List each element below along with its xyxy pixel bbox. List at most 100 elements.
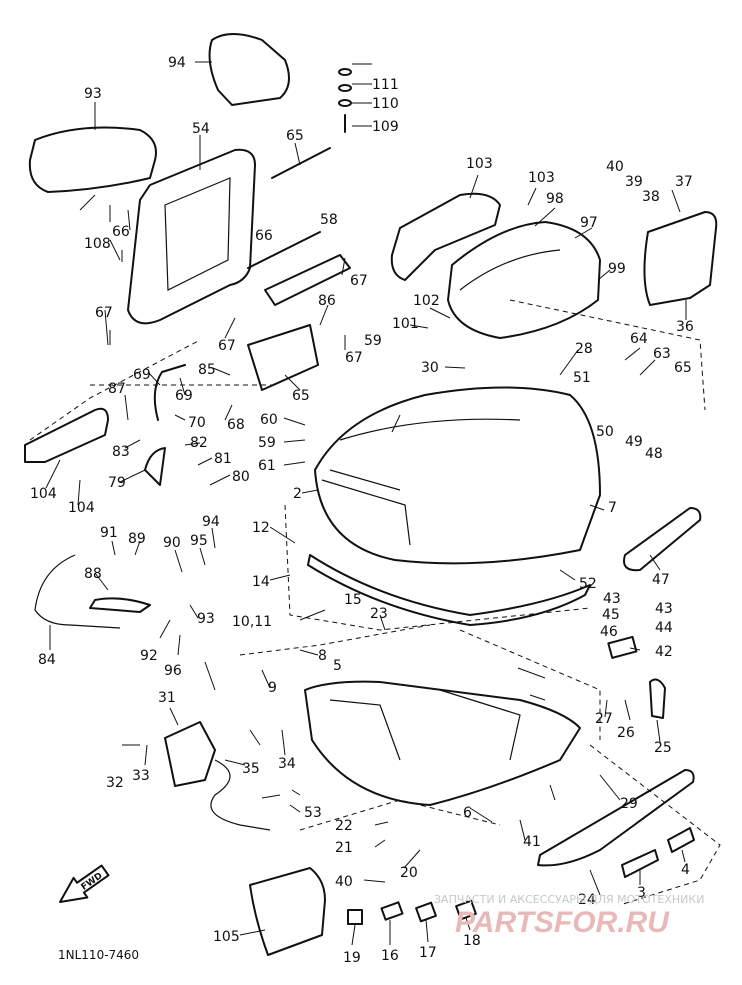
callout-32: 33: [132, 768, 150, 784]
part-block-41: [607, 635, 638, 659]
watermark-logo: PARTSFOR.RU: [455, 906, 670, 939]
callout-2: 2: [293, 486, 302, 502]
callout-19: 20: [400, 865, 418, 881]
callout-47: 47: [652, 572, 670, 588]
callout-18: 19: [343, 950, 361, 966]
callout-44: 44: [655, 620, 673, 636]
callout-84: 93: [197, 611, 215, 627]
callout-38: 39: [625, 174, 643, 190]
fwd-arrow-icon: FWD: [59, 864, 110, 903]
part-trunk-base: [304, 680, 581, 806]
part-trunk-lid: [314, 386, 601, 565]
callout-46: 45: [602, 607, 620, 623]
callout-9: 9: [268, 680, 277, 696]
callout-66b: 67: [95, 305, 113, 321]
callout-30: 31: [158, 690, 176, 706]
callout-8: 8: [318, 648, 327, 664]
part-plate-3: [621, 849, 659, 878]
part-rail-47: [623, 507, 702, 572]
callout-97: 105: [213, 929, 240, 945]
callout-102: 110: [372, 96, 399, 112]
callout-42: 41: [523, 834, 541, 850]
callout-17: 18: [463, 933, 481, 949]
part-box-97: [249, 867, 326, 956]
part-trim-95: [24, 407, 109, 463]
callout-34: 35: [242, 761, 260, 777]
callout-29: 30: [421, 360, 439, 376]
callout-62: 63: [653, 346, 671, 362]
callout-50: 50: [596, 424, 614, 440]
callout-40: 40: [335, 874, 353, 890]
fwd-label: FWD: [80, 871, 105, 893]
callout-43b: 43: [655, 601, 673, 617]
callout-98: 93: [84, 86, 102, 102]
callout-92: 102: [413, 293, 440, 309]
callout-85: 94: [202, 514, 220, 530]
callout-88: 97: [580, 215, 598, 231]
callout-24: 25: [654, 740, 672, 756]
callout-65b: 66: [255, 228, 273, 244]
callout-69b: 70: [188, 415, 206, 431]
callout-80: 89: [128, 531, 146, 547]
callout-35: 36: [676, 319, 694, 335]
part-panel-35: [643, 211, 718, 306]
part-clip-70: [144, 447, 166, 486]
part-bolt-65a: [271, 147, 331, 179]
callout-39: 40: [606, 159, 624, 175]
part-rail-23: [537, 769, 695, 867]
part-plate-4: [667, 827, 695, 853]
callout-89: 98: [546, 191, 564, 207]
callout-100: 108: [84, 236, 111, 252]
callout-94: 103: [528, 170, 555, 186]
part-hinge-plate: [247, 324, 319, 391]
part-rod-68: [153, 364, 186, 421]
part-cover-93: [390, 192, 501, 281]
callout-53: 53: [304, 805, 322, 821]
part-18: [347, 909, 363, 925]
callout-64: 65: [674, 360, 692, 376]
callout-59: 60: [260, 412, 278, 428]
part-bracket-24: [649, 678, 666, 719]
callout-90: 99: [608, 261, 626, 277]
callout-20: 21: [335, 840, 353, 856]
callout-14: 15: [344, 592, 362, 608]
callout-52: 52: [579, 576, 597, 592]
callout-71: 80: [232, 469, 250, 485]
callout-3: 3: [637, 885, 646, 901]
callout-36: 37: [675, 174, 693, 190]
callout-10-11: 10,11: [232, 614, 272, 630]
callout-69a: 69: [175, 388, 193, 404]
callout-37: 38: [642, 189, 660, 205]
callout-60: 61: [258, 458, 276, 474]
callout-67d: 68: [227, 417, 245, 433]
callout-5: 5: [333, 658, 342, 674]
callout-27: 28: [575, 341, 593, 357]
part-backrest-pad: [208, 33, 290, 106]
part-cable-75: [34, 554, 121, 629]
callout-72: 81: [214, 451, 232, 467]
callout-51: 51: [573, 370, 591, 386]
drawing-code: 1NL110-7460: [58, 948, 139, 962]
callout-31: 32: [106, 775, 124, 791]
callout-43a: 43: [603, 591, 621, 607]
callout-73: 82: [190, 435, 208, 451]
callout-28: 29: [620, 796, 638, 812]
part-bolt-65b: [247, 231, 321, 269]
callout-7: 7: [608, 500, 617, 516]
callout-67a: 67: [350, 273, 368, 289]
callout-67b: 67: [218, 338, 236, 354]
callout-55: 58: [320, 212, 338, 228]
callout-65a: 65: [286, 128, 304, 144]
callout-25: 26: [617, 725, 635, 741]
callout-68: 69: [133, 367, 151, 383]
callout-78: 87: [108, 381, 126, 397]
callout-6: 6: [463, 805, 472, 821]
callout-83: 92: [140, 648, 158, 664]
part-harness-34: [210, 759, 271, 831]
callout-101: 109: [372, 119, 399, 135]
part-16: [415, 901, 437, 923]
callout-22: 23: [370, 606, 388, 622]
callout-61: 65: [292, 388, 310, 404]
callout-4: 4: [681, 862, 690, 878]
